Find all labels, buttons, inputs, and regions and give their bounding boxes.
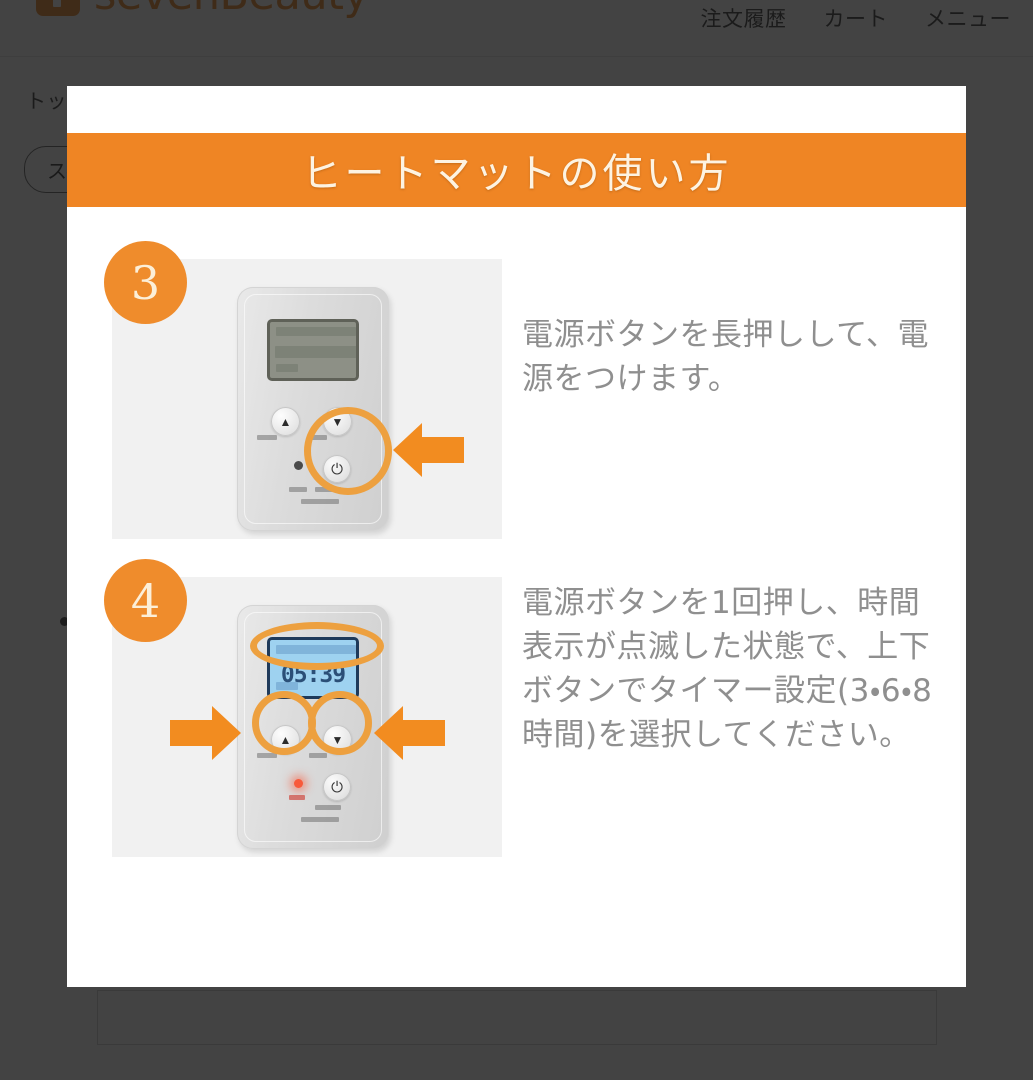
lcd-top-segment [276,327,356,336]
pointer-arrow-left [393,423,464,477]
arrow-head-icon [374,706,403,760]
step-description: 電源ボタンを長押しして、電源をつけます。 [522,317,930,398]
device-label-mark [315,805,341,810]
pointer-arrow-left [374,706,445,760]
device-label-mark [301,499,339,504]
modal-title: ヒートマットの使い方 [301,151,732,197]
power-button-highlight-circle [304,407,392,495]
lcd-highlight-ellipse [250,622,384,670]
pointer-arrow-right [170,706,241,760]
lcd-mid-segment [275,346,356,358]
device-label-mark [257,753,277,758]
step-description: 電源ボタンを1回押し、時間表示が点滅した状態で、上下ボタンでタイマー設定(3・6… [522,585,933,754]
steps-container: 3 ▲ ▼ ⏻ [67,241,966,877]
arrow-tail [422,437,464,463]
lcd-bottom-segment [276,682,298,690]
step-item: 4 05:39 ▲ ▼ ⏻ [67,559,966,877]
arrow-head-icon [393,423,422,477]
down-button-highlight-circle [308,691,372,755]
device-label-mark [301,817,339,822]
status-led-indicator [294,461,303,470]
up-button[interactable]: ▲ [271,407,300,436]
power-button[interactable]: ⏻ [323,773,351,801]
step-item: 3 ▲ ▼ ⏻ [67,241,966,559]
lcd-display [267,319,359,381]
device-label-mark [309,753,327,758]
status-led-indicator [294,779,303,788]
device-label-mark [257,435,277,440]
device-label-mark [289,795,305,800]
remote-control-device: ▲ ▼ ⏻ [237,287,389,531]
arrow-tail [170,720,212,746]
step-number-badge: 3 [104,241,187,324]
step-number-badge: 4 [104,559,187,642]
modal-banner: ヒートマットの使い方 [67,133,966,207]
lcd-bottom-segment [276,364,298,372]
arrow-tail [403,720,445,746]
device-label-mark [289,487,307,492]
arrow-head-icon [212,706,241,760]
up-button-highlight-circle [252,691,316,755]
instruction-modal: ヒートマットの使い方 3 ▲ ▼ [67,86,966,987]
